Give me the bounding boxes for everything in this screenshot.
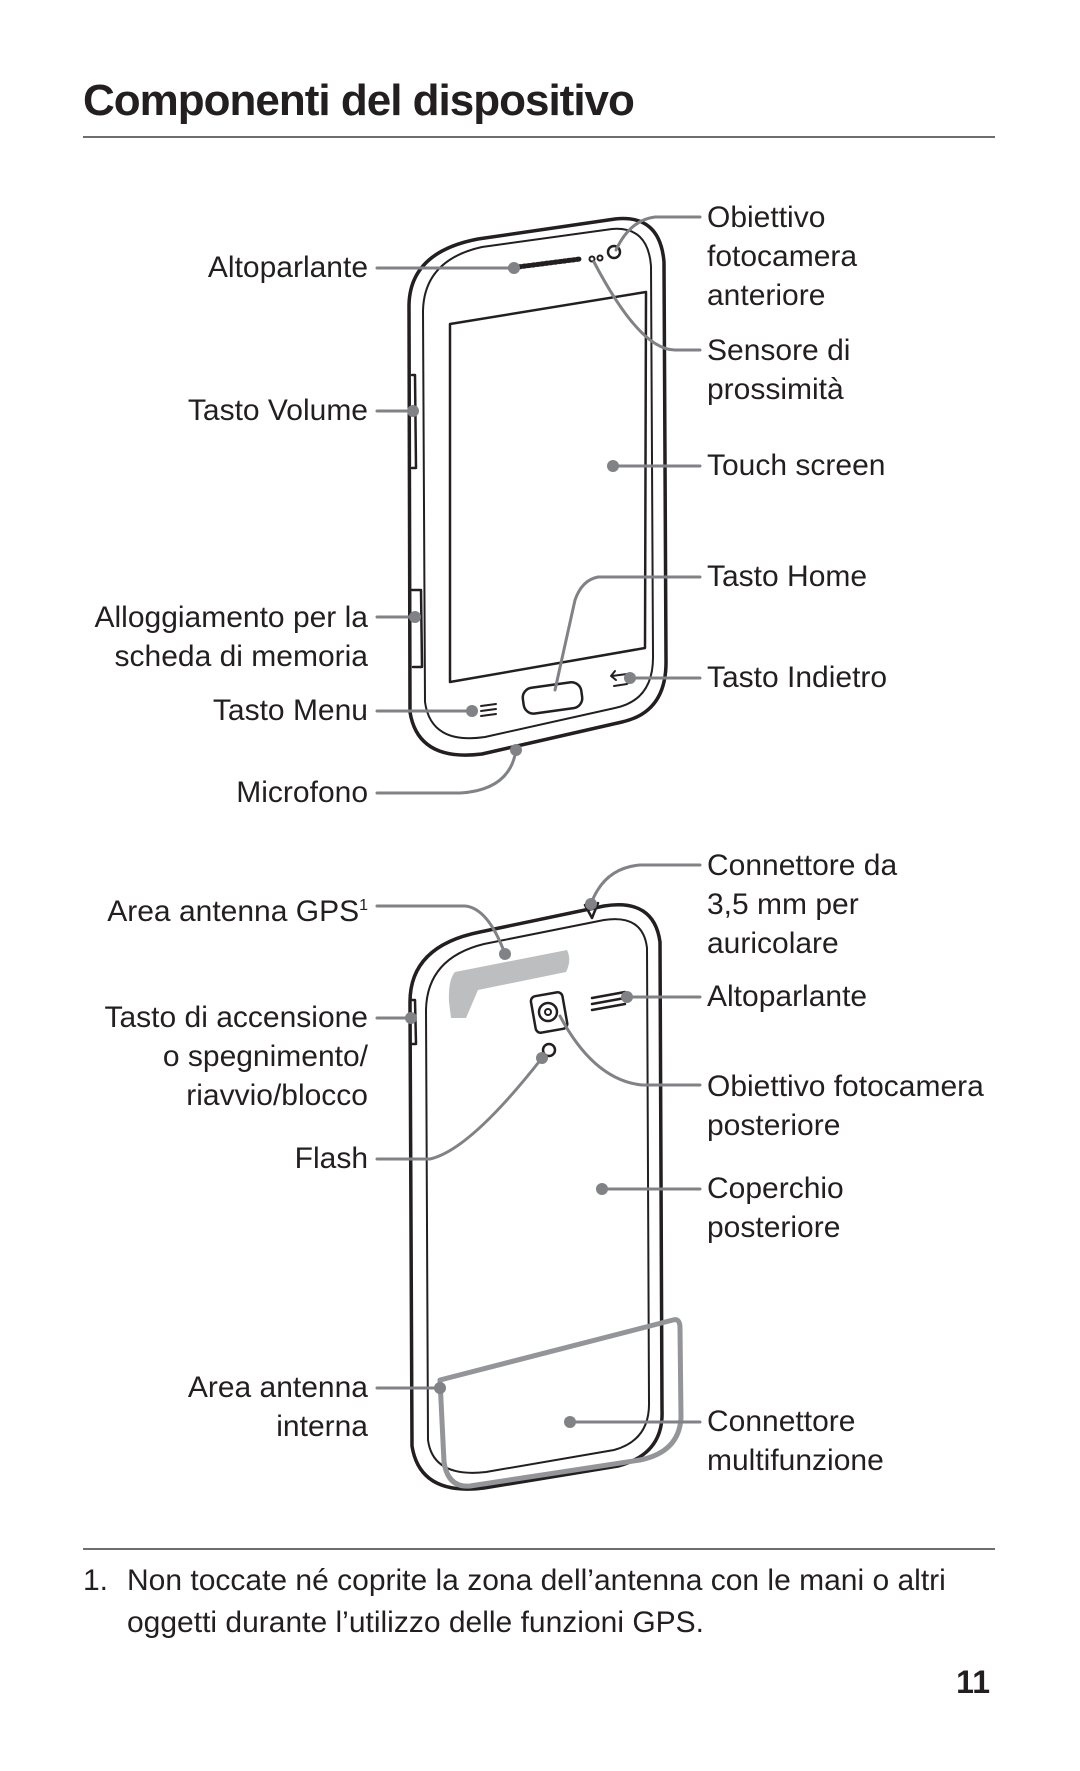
label-power-key: Tasto di accensione o spegnimento/ riavv… (104, 1001, 369, 1112)
label-front-camera: Obiettivo fotocamera anteriore (707, 201, 858, 312)
label-volume-key: Tasto Volume (187, 394, 368, 427)
label-headset-jack: Connettore da 3,5 mm per auricolare (707, 849, 898, 960)
label-back-key: Tasto Indietro (707, 661, 888, 694)
label-back-speaker: Altoparlante (707, 980, 868, 1013)
label-gps-antenna: Area antenna GPS1 (40, 886, 368, 931)
label-home-key: Tasto Home (707, 560, 868, 593)
internal-antenna-area (437, 1317, 684, 1489)
page-number: 11 (956, 1664, 990, 1700)
back-phone-illustration (408, 901, 664, 1491)
footnote-divider (83, 1548, 995, 1550)
label-internal-antenna: Area antenna interna (187, 1371, 368, 1443)
label-menu-key: Tasto Menu (212, 694, 368, 727)
label-rear-camera: Obiettivo fotocamera posteriore (707, 1070, 984, 1142)
label-flash: Flash (294, 1142, 368, 1175)
label-proximity-sensor: Sensore di prossimità (707, 334, 851, 406)
footnote-text: Non toccate né coprite la zona dell’ante… (127, 1564, 946, 1639)
label-front-speaker: Altoparlante (207, 251, 368, 284)
label-microphone: Microfono (236, 776, 368, 809)
gps-antenna-area (448, 950, 570, 1018)
label-touch-screen: Touch screen (707, 449, 886, 482)
footnote-number: 1. (83, 1564, 109, 1597)
label-memory-slot: Alloggiamento per la scheda di memoria (94, 601, 368, 673)
page-title: Componenti del dispositivo (83, 76, 635, 125)
front-phone-illustration (407, 216, 668, 757)
label-back-cover: Coperchio posteriore (707, 1172, 844, 1244)
title-divider (83, 136, 995, 138)
label-gps-antenna-text: Area antenna GPS (107, 895, 360, 928)
gps-footnote-ref: 1 (359, 897, 368, 914)
label-multifunction-jack: Connettore multifunzione (707, 1405, 884, 1477)
